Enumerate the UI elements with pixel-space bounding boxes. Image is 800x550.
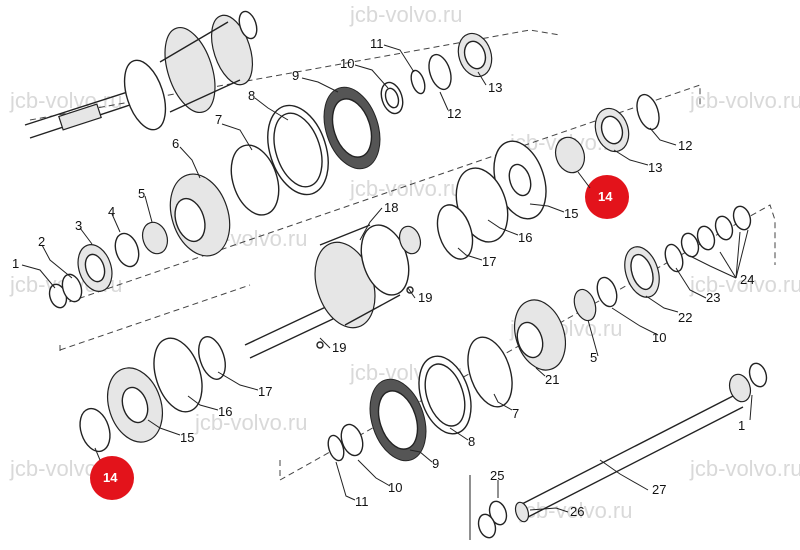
highlight-badge-bottom <box>90 456 134 500</box>
callout-label: 10 <box>652 330 666 345</box>
callout-label: 8 <box>248 88 255 103</box>
callout-label: 24 <box>740 272 754 287</box>
callout-label: 9 <box>292 68 299 83</box>
callout-label: 9 <box>432 456 439 471</box>
callout-labels: 1 2 3 4 5 6 7 8 9 10 11 12 13 12 13 15 1… <box>12 36 754 519</box>
callout-label: 17 <box>258 384 272 399</box>
highlight-badges: 14 14 <box>90 171 629 500</box>
callout-label: 3 <box>75 218 82 233</box>
lower-left-housing <box>79 336 226 453</box>
callout-label: 18 <box>384 200 398 215</box>
callout-label: 26 <box>570 504 584 519</box>
callout-label: 16 <box>518 230 532 245</box>
callout-label: 4 <box>108 204 115 219</box>
callout-label: 23 <box>706 290 720 305</box>
lower-row-parts <box>327 205 752 462</box>
callout-label: 13 <box>648 160 662 175</box>
watermark: jcb-volvo.ru <box>9 88 122 113</box>
callout-label: 12 <box>678 138 692 153</box>
middle-row-parts <box>436 93 660 260</box>
long-tube <box>469 362 768 540</box>
callout-label: 6 <box>172 136 179 151</box>
callout-label: 12 <box>447 106 461 121</box>
highlight-badge-top <box>585 175 629 219</box>
callout-label: 2 <box>38 234 45 249</box>
callout-label: 7 <box>215 112 222 127</box>
callout-label: 25 <box>490 468 504 483</box>
callout-label: 21 <box>545 372 559 387</box>
highlight-badge-label: 14 <box>103 470 118 485</box>
watermark: jcb-volvo.ru <box>689 88 800 113</box>
planet-carrier-shaft <box>24 10 258 139</box>
watermark: jcb-volvo.ru <box>689 456 800 481</box>
callout-label: 11 <box>370 36 384 51</box>
left-small-parts <box>48 173 231 309</box>
callout-label: 5 <box>138 186 145 201</box>
top-row-parts <box>230 32 493 216</box>
callout-label: 17 <box>482 254 496 269</box>
callout-label: 1 <box>738 418 745 433</box>
callout-label: 10 <box>340 56 354 71</box>
watermark: jcb-volvo.ru <box>349 176 462 201</box>
callout-label: 19 <box>332 340 346 355</box>
callout-label: 11 <box>355 494 369 509</box>
watermark: jcb-volvo.ru <box>519 498 632 523</box>
callout-label: 16 <box>218 404 232 419</box>
callout-label: 22 <box>678 310 692 325</box>
callout-label: 5 <box>590 350 597 365</box>
clutch-shaft <box>244 224 422 359</box>
callout-label: 19 <box>418 290 432 305</box>
callout-label: 1 <box>12 256 19 271</box>
callout-label: 7 <box>512 406 519 421</box>
leader-lines <box>21 44 753 513</box>
callout-label: 15 <box>564 206 578 221</box>
callout-label: 27 <box>652 482 666 497</box>
callout-label: 15 <box>180 430 194 445</box>
watermark: jcb-volvo.ru <box>689 272 800 297</box>
highlight-badge-label: 14 <box>598 189 613 204</box>
callout-label: 8 <box>468 434 475 449</box>
callout-label: 10 <box>388 480 402 495</box>
watermark: jcb-volvo.ru <box>194 410 307 435</box>
watermark: jcb-volvo.ru <box>349 2 462 27</box>
callout-label: 13 <box>488 80 502 95</box>
